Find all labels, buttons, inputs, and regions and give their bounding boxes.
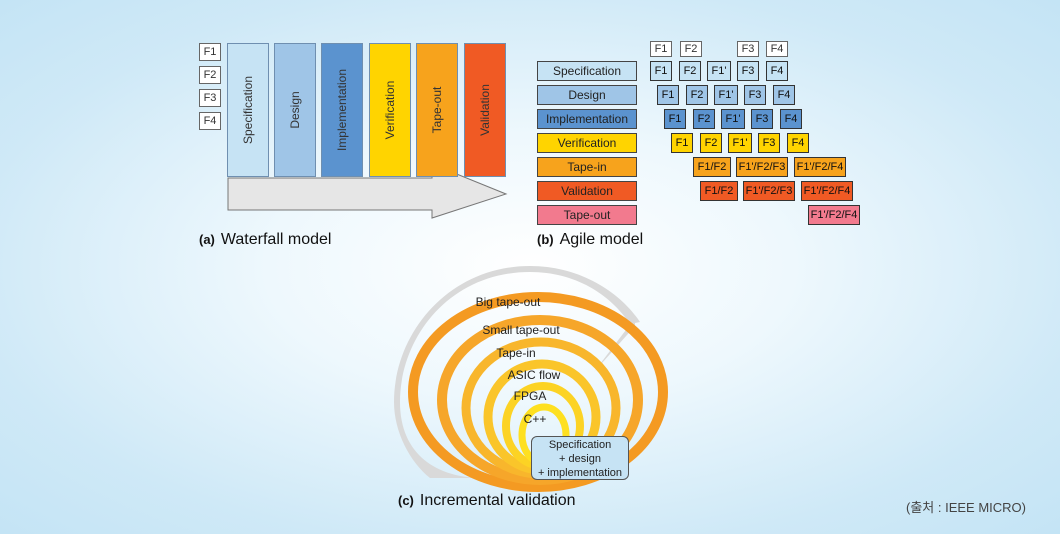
waterfall-caption: (a) Waterfall model bbox=[199, 231, 331, 249]
agile-cell: F1 bbox=[650, 61, 672, 81]
agile-cell: F3 bbox=[744, 85, 766, 105]
stage-tape-out: Tape-out bbox=[416, 43, 458, 177]
agile-stage-verification: Verification bbox=[537, 133, 637, 153]
feature-box-f2: F2 bbox=[199, 66, 221, 84]
feature-box-f4: F4 bbox=[199, 112, 221, 130]
agile-stage-validation: Validation bbox=[537, 181, 637, 201]
agile-cell: F1/F2 bbox=[700, 181, 738, 201]
agile-cell: F4 bbox=[780, 109, 802, 129]
header-cell-f4: F4 bbox=[766, 41, 788, 57]
agile-cell: F4 bbox=[787, 133, 809, 153]
stage-validation: Validation bbox=[464, 43, 506, 177]
stage-verification: Verification bbox=[369, 43, 411, 177]
agile-cell: F3 bbox=[751, 109, 773, 129]
caption-text: Agile model bbox=[559, 231, 644, 248]
agile-cell: F4 bbox=[766, 61, 788, 81]
agile-cell: F1'/F2/F4 bbox=[808, 205, 860, 225]
agile-stage-tape-out: Tape-out bbox=[537, 205, 637, 225]
agile-caption: (b) Agile model bbox=[537, 231, 643, 249]
header-cell-f2: F2 bbox=[680, 41, 702, 57]
agile-cell: F3 bbox=[737, 61, 759, 81]
agile-cell: F2 bbox=[686, 85, 708, 105]
center-box-line: + design bbox=[559, 453, 601, 465]
ring-small-tape-out bbox=[437, 315, 643, 485]
stage-label: Specification bbox=[241, 75, 255, 145]
agile-cell: F1'/F2/F4 bbox=[794, 157, 846, 177]
ring-label-big-tape-out: Big tape-out bbox=[475, 295, 541, 309]
agile-cell: F1' bbox=[721, 109, 745, 129]
agile-cell: F1' bbox=[728, 133, 752, 153]
agile-stage-implementation: Implementation bbox=[537, 109, 637, 129]
agile-cell: F1 bbox=[671, 133, 693, 153]
caption-text: Incremental validation bbox=[419, 492, 576, 509]
agile-cell: F1 bbox=[664, 109, 686, 129]
ring-label-asic-flow: ASIC flow bbox=[507, 368, 561, 382]
feature-box-f3: F3 bbox=[199, 89, 221, 107]
caption-letter: (b) bbox=[537, 232, 554, 247]
ring-label-cpp: C++ bbox=[523, 412, 547, 426]
agile-cell: F2 bbox=[700, 133, 722, 153]
agile-cell: F1/F2 bbox=[693, 157, 731, 177]
incremental-caption: (c) Incremental validation bbox=[398, 492, 576, 510]
caption-text: Waterfall model bbox=[220, 231, 332, 248]
agile-cell: F1' bbox=[707, 61, 731, 81]
header-cell-f3: F3 bbox=[737, 41, 759, 57]
center-box: Specification + design + implementation bbox=[531, 436, 629, 480]
stage-label: Design bbox=[288, 91, 302, 129]
agile-cell: F1' bbox=[714, 85, 738, 105]
feature-box-f1: F1 bbox=[199, 43, 221, 61]
stage-specification: Specification bbox=[227, 43, 269, 177]
stage-label: Tape-out bbox=[430, 86, 444, 134]
stage-implementation: Implementation bbox=[321, 43, 363, 177]
agile-cell: F2 bbox=[679, 61, 701, 81]
agile-cell: F2 bbox=[693, 109, 715, 129]
stage-label: Verification bbox=[383, 80, 397, 140]
agile-cell: F1'/F2/F3 bbox=[743, 181, 795, 201]
stage-label: Validation bbox=[478, 84, 492, 136]
agile-cell: F3 bbox=[758, 133, 780, 153]
agile-stage-specification: Specification bbox=[537, 61, 637, 81]
caption-letter: (a) bbox=[199, 232, 215, 247]
ring-big-tape-out bbox=[408, 292, 668, 492]
ring-label-fpga: FPGA bbox=[513, 389, 547, 403]
agile-stage-tape-in: Tape-in bbox=[537, 157, 637, 177]
center-box-line: + implementation bbox=[537, 467, 623, 479]
header-cell-f1: F1 bbox=[650, 41, 672, 57]
agile-cell: F4 bbox=[773, 85, 795, 105]
agile-cell: F1'/F2/F4 bbox=[801, 181, 853, 201]
source-credit: (출처 : IEEE MICRO) bbox=[906, 500, 1026, 515]
swoosh-shape bbox=[394, 266, 640, 479]
agile-cell: F1 bbox=[657, 85, 679, 105]
center-box-line: Specification bbox=[548, 439, 612, 451]
agile-cell: F1'/F2/F3 bbox=[736, 157, 788, 177]
stage-design: Design bbox=[274, 43, 316, 177]
ring-label-tape-in: Tape-in bbox=[496, 346, 536, 360]
caption-letter: (c) bbox=[398, 493, 414, 508]
ring-label-small-tape-out: Small tape-out bbox=[482, 323, 560, 337]
agile-stage-design: Design bbox=[537, 85, 637, 105]
stage-label: Implementation bbox=[335, 68, 349, 152]
